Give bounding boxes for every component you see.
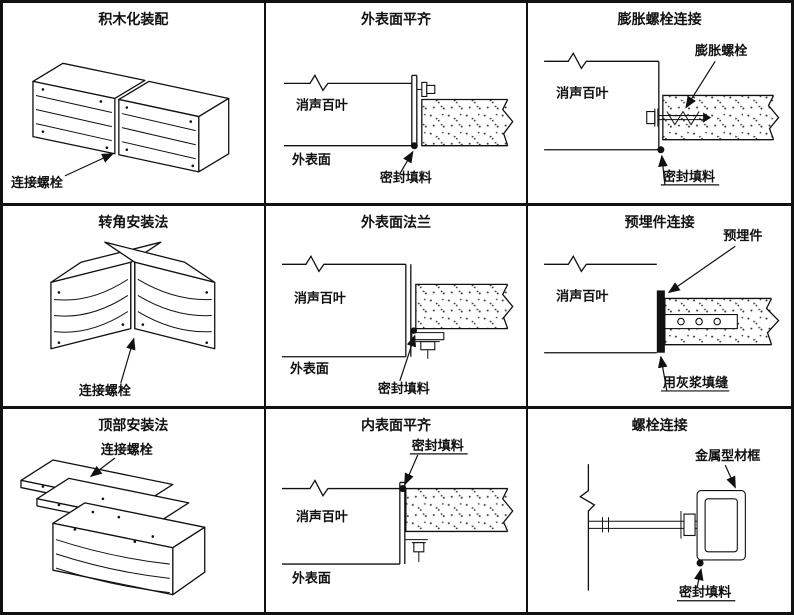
- duct-lines: [281, 254, 406, 358]
- wall-edge-line: [579, 464, 596, 591]
- expansion-bolt-drawing: 膨胀螺栓 消声百叶 密封填料: [544, 43, 780, 186]
- panel-title: 积木化装配: [98, 12, 169, 28]
- label-louver: 消声百叶: [296, 508, 348, 525]
- inner-surface-flush-drawing: 密封填料 消声百叶 外表面: [281, 437, 514, 586]
- embedded-part-drawing: 预埋件 消声百叶 用灰浆填缝: [544, 228, 780, 392]
- label-expansion-bolt: 膨胀螺栓: [695, 43, 748, 59]
- louver-module: [52, 502, 206, 596]
- label-sealing-filler: 密封填料: [678, 584, 732, 601]
- leader-arrow: [398, 334, 416, 382]
- label-sealing-filler: 密封填料: [377, 381, 430, 397]
- corner-installation-drawing: 连接螺栓: [50, 241, 216, 399]
- label-embedded-part: 预埋件: [724, 228, 763, 244]
- label-sealing-filler: 密封填料: [379, 170, 432, 186]
- panel-embedded-part-connection: 预埋件连接: [528, 206, 791, 409]
- panel-title: 螺栓连接: [631, 418, 688, 434]
- panel-corner-installation: 转角安装法 连接螺栓: [3, 206, 266, 409]
- label-connecting-bolt: 连接螺栓: [79, 383, 131, 399]
- seal-dot: [398, 484, 406, 493]
- modular-assembly-drawing: 连接螺栓: [11, 62, 230, 191]
- seal-dot: [696, 559, 704, 567]
- duct-lines: [544, 51, 660, 151]
- leader-arrow: [64, 153, 114, 177]
- panel-outer-surface-flange: 外表面法兰: [265, 206, 529, 409]
- label-louver: 消声百叶: [294, 290, 346, 306]
- anchor-strip: [664, 313, 739, 330]
- outer-surface-flush-drawing: 消声百叶 外表面 密封填料: [283, 74, 514, 186]
- label-sealing-filler: 密封填料: [410, 437, 463, 454]
- leader-arrow: [725, 464, 737, 489]
- label-louver: 消声百叶: [557, 85, 609, 101]
- wall-section: [404, 487, 514, 533]
- wall-section: [420, 98, 514, 147]
- panel-title: 外表面法兰: [360, 215, 431, 231]
- bolt-assembly: [588, 511, 698, 539]
- leader-arrow: [89, 457, 116, 478]
- panel-top-installation: 顶部安装法 连接螺: [3, 409, 266, 612]
- corner-seam: [130, 262, 136, 329]
- label-sealing-filler: 密封填料: [662, 169, 715, 185]
- bolt-dots: [41, 485, 155, 543]
- leader-arrow: [658, 154, 669, 185]
- panel-title: 膨胀螺栓连接: [617, 12, 702, 28]
- panel-expansion-bolt-connection: 膨胀螺栓连接: [528, 3, 791, 206]
- label-outer-surface: 外表面: [292, 569, 331, 586]
- leader-arrow: [120, 337, 136, 384]
- metal-profile-frame: [696, 490, 747, 561]
- expansion-bolt: [646, 108, 712, 127]
- label-louver: 消声百叶: [296, 97, 348, 113]
- panel-outer-surface-flush: 外表面平齐: [265, 3, 529, 206]
- top-installation-drawing: 连接螺栓: [20, 441, 206, 596]
- leader-arrow: [694, 567, 704, 588]
- louver-module-right: [118, 80, 230, 173]
- leader-arrow: [668, 245, 736, 294]
- outer-surface-flange-drawing: 消声百叶 外表面 密封填料: [281, 254, 514, 397]
- label-outer-surface: 外表面: [291, 152, 331, 168]
- bolt-dots: [41, 88, 195, 168]
- label-metal-frame: 金属型材框: [694, 447, 760, 464]
- label-connecting-bolt: 连接螺栓: [101, 441, 154, 458]
- seal-dot: [410, 142, 418, 150]
- leader-arrow: [398, 150, 414, 175]
- panel-bolt-connection: 螺栓连接 金属型材框 密封填料: [528, 409, 791, 612]
- duct-lines: [281, 479, 400, 565]
- panel-modular-assembly: 积木化装配 连接螺栓: [3, 3, 266, 206]
- wall-section: [414, 283, 514, 330]
- panel-title: 顶部安装法: [98, 418, 169, 434]
- seal-dot: [657, 146, 665, 154]
- panel-title: 外表面平齐: [360, 12, 431, 28]
- panel-title: 预埋件连接: [624, 215, 695, 231]
- bolt-dots: [57, 291, 209, 344]
- label-connecting-bolt: 连接螺栓: [11, 175, 63, 191]
- label-louver: 消声百叶: [557, 288, 609, 304]
- label-mortar-joint: 用灰浆填缝: [662, 375, 728, 391]
- panel-inner-surface-flush: 内表面平齐: [265, 409, 529, 612]
- leader-arrow: [403, 454, 419, 486]
- louver-module-right: [104, 241, 216, 350]
- embedded-plate: [657, 290, 666, 353]
- wall-section: [662, 94, 780, 141]
- panel-title: 内表面平齐: [360, 418, 431, 434]
- leader-arrow: [685, 60, 717, 109]
- panel-title: 转角安装法: [98, 215, 169, 231]
- seal-dot: [410, 327, 417, 334]
- bolt-connection-drawing: 金属型材框 密封填料: [579, 447, 761, 602]
- leader-arrow: [658, 355, 668, 392]
- duct-lines: [544, 254, 658, 354]
- louver-frame: [410, 74, 435, 146]
- louver-module-left: [32, 62, 146, 155]
- duct-lines: [283, 74, 412, 147]
- louver-frame: [398, 481, 428, 565]
- label-outer-surface: 外表面: [289, 361, 329, 377]
